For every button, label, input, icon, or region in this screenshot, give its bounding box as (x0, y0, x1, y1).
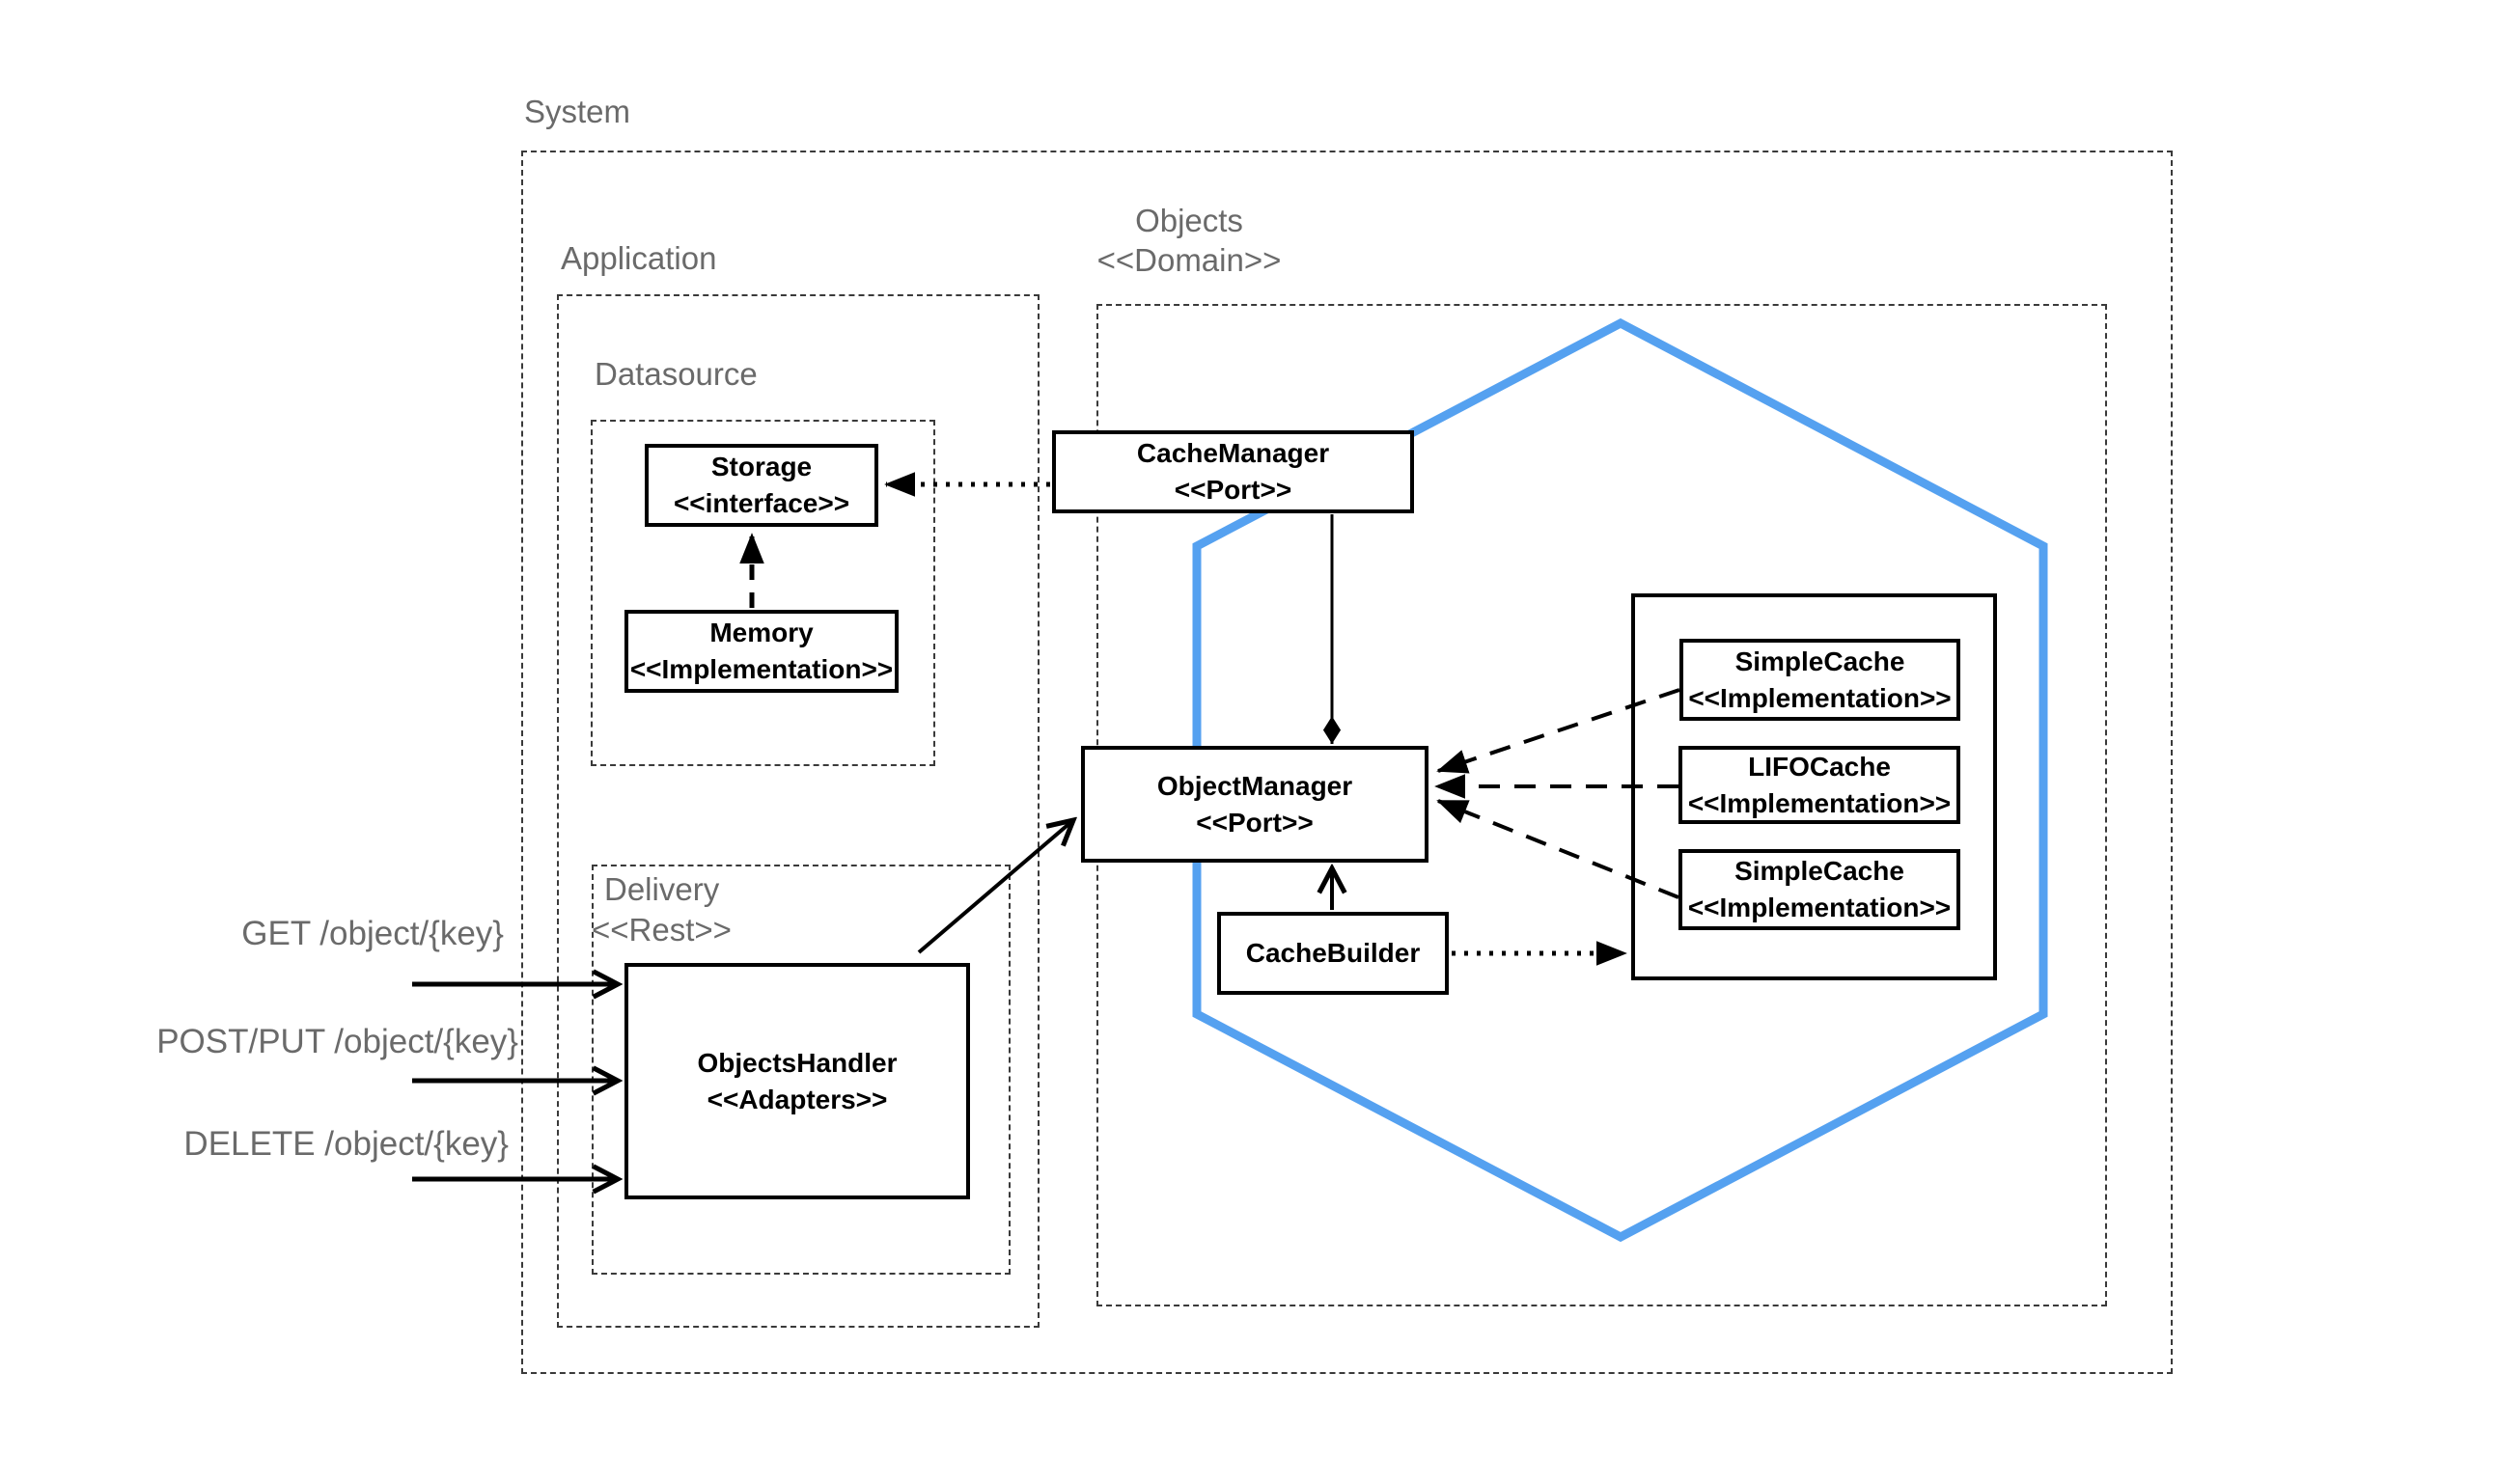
memory-box: Memory <<Implementation>> (624, 610, 899, 693)
arrow-simple-cache-bottom-to-object-manager (1436, 799, 1679, 899)
cache-manager-stereotype: <<Port>> (1174, 475, 1292, 505)
endpoint-post-put-label: POST/PUT /object/{key} (156, 1023, 518, 1060)
storage-stereotype: <<interface>> (673, 488, 850, 518)
objects-label: Objects (1135, 203, 1243, 238)
object-manager-title: ObjectManager (1156, 770, 1353, 801)
memory-stereotype: <<Implementation>> (629, 654, 894, 684)
cache-manager-title: CacheManager (1136, 438, 1330, 468)
objects-handler-stereotype: <<Adapters>> (707, 1084, 888, 1114)
simple-cache-bottom-box: SimpleCache <<Implementation>> (1678, 849, 1960, 930)
arrow-objects-handler-to-object-manager (917, 820, 1073, 954)
application-label: Application (561, 240, 717, 276)
container-datasource (591, 420, 935, 766)
objects-stereotype-label: <<Domain>> (1096, 242, 1282, 278)
storage-box: Storage <<interface>> (645, 444, 878, 527)
container-system (521, 151, 2173, 1374)
lifo-cache-stereotype: <<Implementation>> (1687, 787, 1952, 818)
objects-handler-title: ObjectsHandler (697, 1047, 898, 1078)
objects-handler-box: ObjectsHandler <<Adapters>> (624, 963, 970, 1199)
storage-title: Storage (710, 452, 813, 481)
endpoint-delete-label: DELETE /object/{key} (183, 1125, 509, 1163)
cache-manager-box: CacheManager <<Port>> (1052, 430, 1414, 513)
simple-cache-bottom-title: SimpleCache (1734, 856, 1904, 886)
object-manager-box: ObjectManager <<Port>> (1081, 746, 1428, 863)
simple-cache-top-title: SimpleCache (1734, 646, 1905, 676)
endpoint-get-label: GET /object/{key} (241, 915, 504, 952)
hexagon-outline (1192, 317, 2048, 1243)
container-application (557, 294, 1040, 1328)
cache-builder-box: CacheBuilder (1217, 912, 1449, 995)
objects-domain-label-block: Objects <<Domain>> (1044, 201, 1334, 280)
datasource-label: Datasource (595, 356, 758, 392)
lifo-cache-box: LIFOCache <<Implementation>> (1678, 746, 1960, 824)
system-label: System (524, 94, 631, 129)
simple-cache-top-stereotype: <<Implementation>> (1688, 682, 1952, 713)
memory-title: Memory (709, 618, 814, 647)
simple-cache-top-box: SimpleCache <<Implementation>> (1679, 639, 1960, 721)
arrow-simple-cache-top-to-object-manager (1436, 688, 1680, 774)
delivery-label: Delivery (604, 871, 720, 907)
simple-cache-bottom-stereotype: <<Implementation>> (1687, 893, 1952, 922)
cache-builder-title: CacheBuilder (1245, 938, 1421, 968)
delivery-stereotype-label: <<Rest>> (592, 912, 732, 948)
lifo-cache-title: LIFOCache (1748, 751, 1891, 782)
object-manager-stereotype: <<Port>> (1196, 807, 1314, 838)
